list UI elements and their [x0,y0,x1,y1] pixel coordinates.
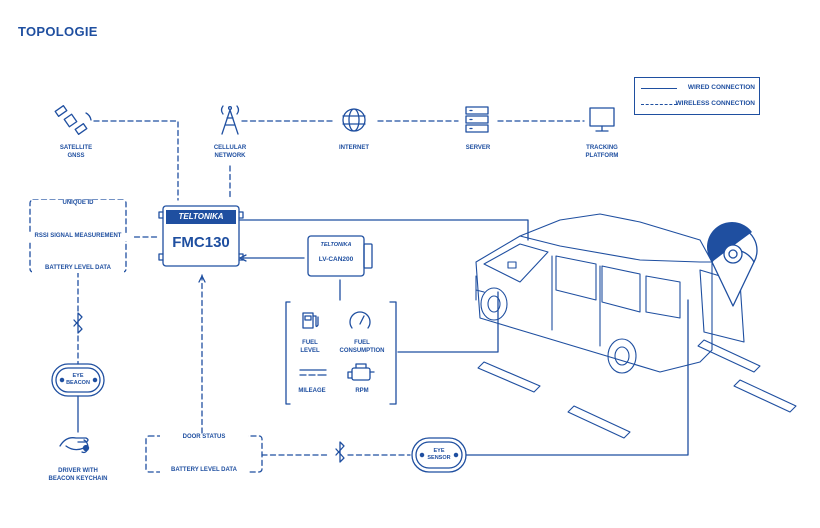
legend-wireless: WIRELESS CONNECTION [641,98,755,110]
hand-keychain-icon [59,437,90,454]
eye-sensor-label: EYE SENSOR [427,448,451,461]
cellular-label: CELLULAR NETWORK [213,145,247,159]
van-door-line [551,255,601,347]
fmc-model-label: FMC130 [172,234,230,251]
van-wheel-hub [487,295,501,313]
beacon-battery-label: BATTERY LEVEL DATA [32,265,124,273]
data-group-to-vehicle-link [397,291,499,353]
van-window [601,265,641,313]
rpm-label: RPM [355,388,369,394]
globe-icon [342,108,366,132]
server-icon [465,106,489,133]
legend-solid-line [641,88,677,89]
fmc130-device [158,205,244,267]
legend: WIRED CONNECTION WIRELESS CONNECTION [634,77,760,115]
van-roof-line [519,235,713,263]
legend-wired: WIRED CONNECTION [641,82,755,94]
satellite-label: SATELLITE GNSS [59,145,93,159]
fmc-brand-label: TELTONIKA [166,210,236,224]
legend-wired-label: WIRED CONNECTION [687,84,755,91]
legend-dashed-line [641,104,677,105]
mileage-label: MILEAGE [298,388,326,394]
satellite-icon [54,105,92,135]
can-data-bracket [285,301,397,405]
eye-beacon-label: EYE BEACON [66,373,90,386]
bluetooth-icon [335,441,345,463]
can-model-label: LV-CAN200 [318,256,354,263]
sensor-to-vehicle-link [465,299,689,456]
mileage-icon [299,369,327,376]
van-window [645,275,681,319]
van-wheel [607,338,637,374]
tracking-label: TRACKING PLATFORM [585,145,619,159]
monitor-icon [589,107,615,132]
internet-label: INTERNET [339,145,369,151]
lv-can200-device [307,235,373,277]
van-windshield [483,243,549,283]
road-stripe [477,361,541,393]
cellular-tower-icon [220,105,240,135]
page-title: TOPOLOGIE [18,24,98,39]
road-stripe [697,339,761,373]
sensor-to-fmc-arrow [198,275,206,283]
driver-label: DRIVER WITH BEACON KEYCHAIN [48,468,108,482]
door-status-label: DOOR STATUS [160,434,248,442]
fmc-to-vehicle-link [239,219,529,241]
eye-sensor-device [411,437,467,473]
engine-icon [347,363,375,381]
van-wheel-hub [614,346,630,366]
road-stripe [567,405,631,439]
road-stripe [733,379,797,413]
location-pin-icon [707,222,758,307]
van-body [475,213,713,373]
gauge-icon [349,311,371,329]
van-mirror [507,261,517,269]
can-brand-label: TELTONIKA [320,242,352,248]
unique-id-label: UNIQUE ID [32,200,124,208]
fuel-level-label: FUEL LEVEL [300,340,320,354]
sensor-battery-label: BATTERY LEVEL DATA [160,467,248,475]
bluetooth-icon [73,312,83,334]
van-illustration [475,213,797,439]
rssi-label: RSSI SIGNAL MEASUREMENT [22,233,134,241]
van-wheel [480,287,508,321]
van-window [555,255,597,301]
satellite-to-fmc-link [93,120,179,201]
legend-wireless-label: WIRELESS CONNECTION [675,100,755,107]
fuel-consumption-label: FUEL CONSUMPTION [339,340,385,354]
wireless-connections [29,120,585,473]
van-front-bumper [475,275,485,301]
fuel-pump-icon [302,312,319,329]
server-label: SERVER [465,145,491,151]
